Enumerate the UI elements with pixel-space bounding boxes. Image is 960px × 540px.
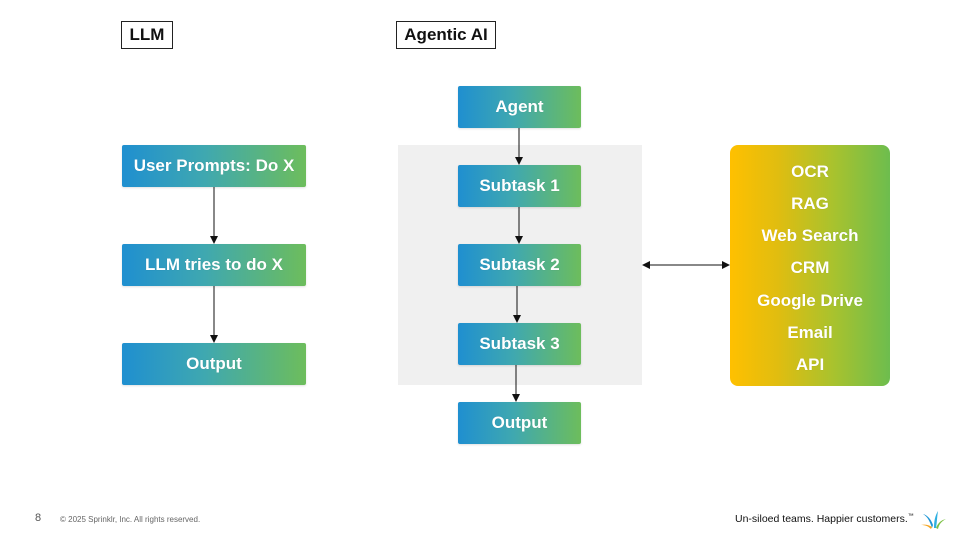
tool-email: Email — [787, 322, 833, 342]
llm-title: LLM — [121, 21, 173, 49]
tool-crm: CRM — [790, 258, 830, 278]
agent-node: Agent — [458, 86, 581, 128]
tagline: Un-siloed teams. Happier customers.™ — [735, 513, 914, 525]
subtask-1-node: Subtask 1 — [458, 165, 581, 207]
llm-node-user-prompts: User Prompts: Do X — [122, 145, 306, 187]
agentic-ai-title: Agentic AI — [396, 21, 496, 49]
tool-ocr: OCR — [791, 162, 829, 181]
llm-node-llm-tries: LLM tries to do X — [122, 244, 306, 286]
tagline-text: Un-siloed teams. Happier customers. — [735, 513, 908, 525]
page-number: 8 — [35, 512, 42, 524]
subtask-3-node: Subtask 3 — [458, 323, 581, 365]
agentic-output-node: Output — [458, 402, 581, 444]
copyright-text: © 2025 Sprinklr, Inc. All rights reserve… — [60, 515, 201, 524]
tools-panel: OCR RAG Web Search CRM Google Drive Emai… — [730, 145, 890, 386]
tagline-trademark: ™ — [907, 513, 914, 520]
tool-google-drive: Google Drive — [757, 290, 863, 310]
tool-api: API — [795, 354, 825, 374]
tool-web-search: Web Search — [761, 226, 859, 246]
llm-node-output: Output — [122, 343, 306, 385]
sprinklr-logo-icon — [921, 511, 946, 529]
subtask-2-node: Subtask 2 — [458, 244, 581, 286]
tool-rag: RAG — [791, 194, 829, 214]
